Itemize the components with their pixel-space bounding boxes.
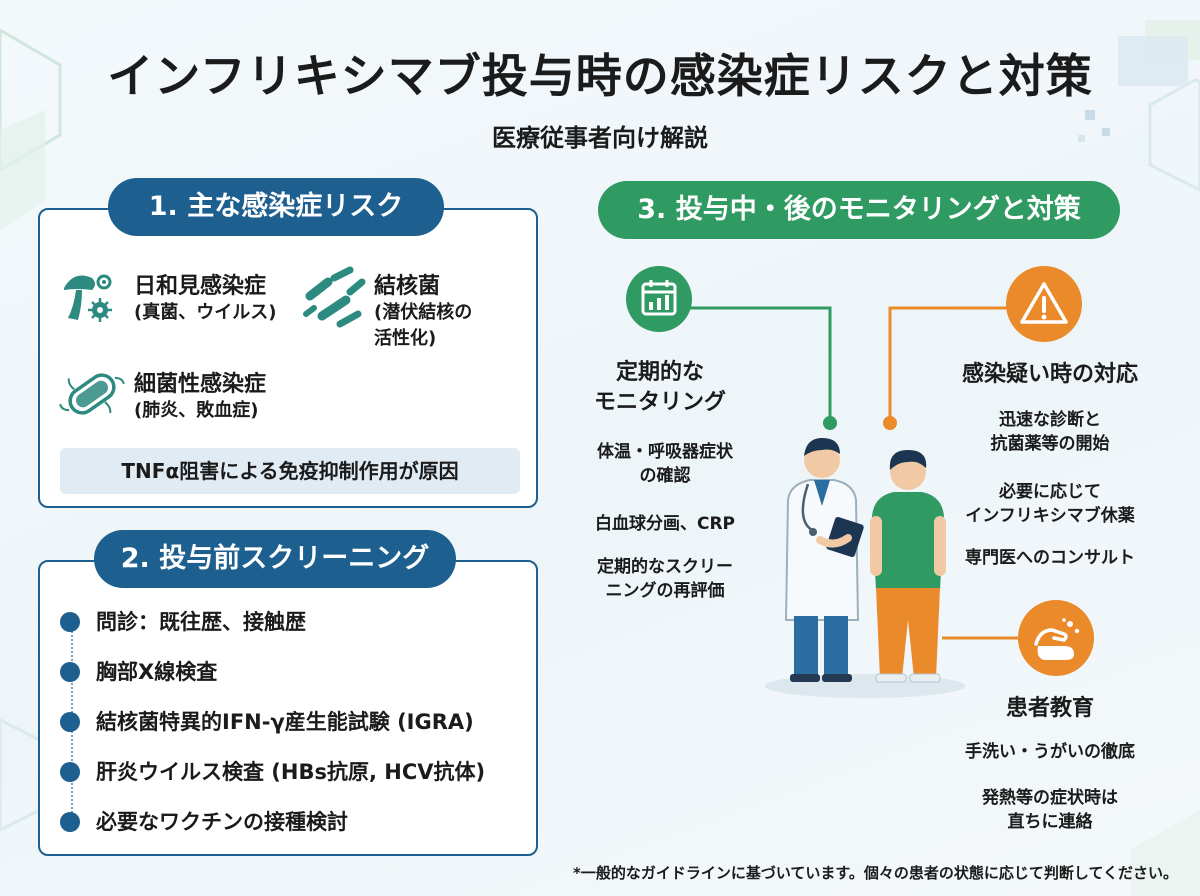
mushroom-microbe-icon <box>64 274 112 322</box>
section3-header: 3. 投与中・後のモニタリングと対策 <box>598 181 1120 239</box>
response-title: 感染疑い時の対応 <box>961 362 1138 387</box>
bullet-dot <box>60 712 80 732</box>
education-title: 患者教育 <box>1005 696 1094 721</box>
monitoring-title: 定期的な モニタリング <box>593 360 726 415</box>
monitoring-item: 白血球分画、CRP <box>594 514 736 534</box>
risk-name: 日和見感染症 <box>134 274 267 299</box>
page-subtitle: 医療従事者向け解説 <box>492 124 708 152</box>
bullet-dot <box>60 762 80 782</box>
monitoring-item: 体温・呼吸器症状 の確認 <box>597 442 733 486</box>
risk-detail: (潜伏結核の 活性化) <box>374 302 473 349</box>
risk-detail: (肺炎、敗血症) <box>134 400 259 421</box>
risk-detail: (真菌、ウイルス) <box>134 302 277 323</box>
risk-name: 細菌性感染症 <box>134 372 267 397</box>
screening-item-label: 必要なワクチンの接種検討 <box>96 810 348 834</box>
risk-item-tuberculosis: 結核菌 (潜伏結核の 活性化) <box>300 266 530 356</box>
bullet-dot <box>60 662 80 682</box>
screening-item-label: 肝炎ウイルス検査 (HBs抗原, HCV抗体) <box>96 760 486 784</box>
bullet-dot <box>60 612 80 632</box>
response-item: 必要に応じて インフリキシマブ休薬 <box>965 482 1135 526</box>
cause-banner: TNFα阻害による免疫抑制作用が原因 <box>60 448 520 494</box>
section2-header: 2. 投与前スクリーニング <box>94 530 456 588</box>
education-item: 手洗い・うがいの徹底 <box>965 742 1135 762</box>
response-item: 迅速な診断と 抗菌薬等の開始 <box>990 410 1110 454</box>
doctor-patient-illustration <box>765 438 965 698</box>
calendar-chart-icon <box>626 266 692 332</box>
bullet-dot <box>60 812 80 832</box>
doctor-illustration <box>784 438 864 682</box>
response-item: 専門医へのコンサルト <box>965 548 1135 568</box>
calendar-chart-glyph <box>641 280 677 316</box>
screening-item-label: 問診：既往歴、接触歴 <box>96 610 306 634</box>
footnote: *一般的なガイドラインに基づいています。個々の患者の状態に応じて判断してください… <box>573 864 1178 882</box>
risk-name: 結核菌 <box>374 274 441 299</box>
screening-item-label: 胸部X線検査 <box>96 660 218 684</box>
warning-glyph <box>1020 282 1068 324</box>
bacilli-icon <box>303 266 366 328</box>
education-item: 発熱等の症状時は 直ちに連絡 <box>982 788 1118 832</box>
risk-item-bacterial: 細菌性感染症 (肺炎、敗血症) <box>58 362 318 432</box>
bacterium-icon <box>59 373 125 415</box>
screening-panel <box>38 560 538 856</box>
section1-header: 1. 主な感染症リスク <box>108 178 444 236</box>
handwash-glyph <box>1034 618 1080 660</box>
screening-item-label: 結核菌特異的IFN-γ産生能試験 (IGRA) <box>96 710 474 734</box>
handwash-icon <box>1018 600 1094 676</box>
warning-icon <box>1006 266 1082 342</box>
patient-illustration <box>870 450 946 683</box>
risk-item-opportunistic: 日和見感染症 (真菌、ウイルス) <box>58 266 298 336</box>
monitoring-item: 定期的なスクリー ニングの再評価 <box>597 557 733 601</box>
page-title: インフリキシマブ投与時の感染症リスクと対策 <box>107 49 1093 103</box>
